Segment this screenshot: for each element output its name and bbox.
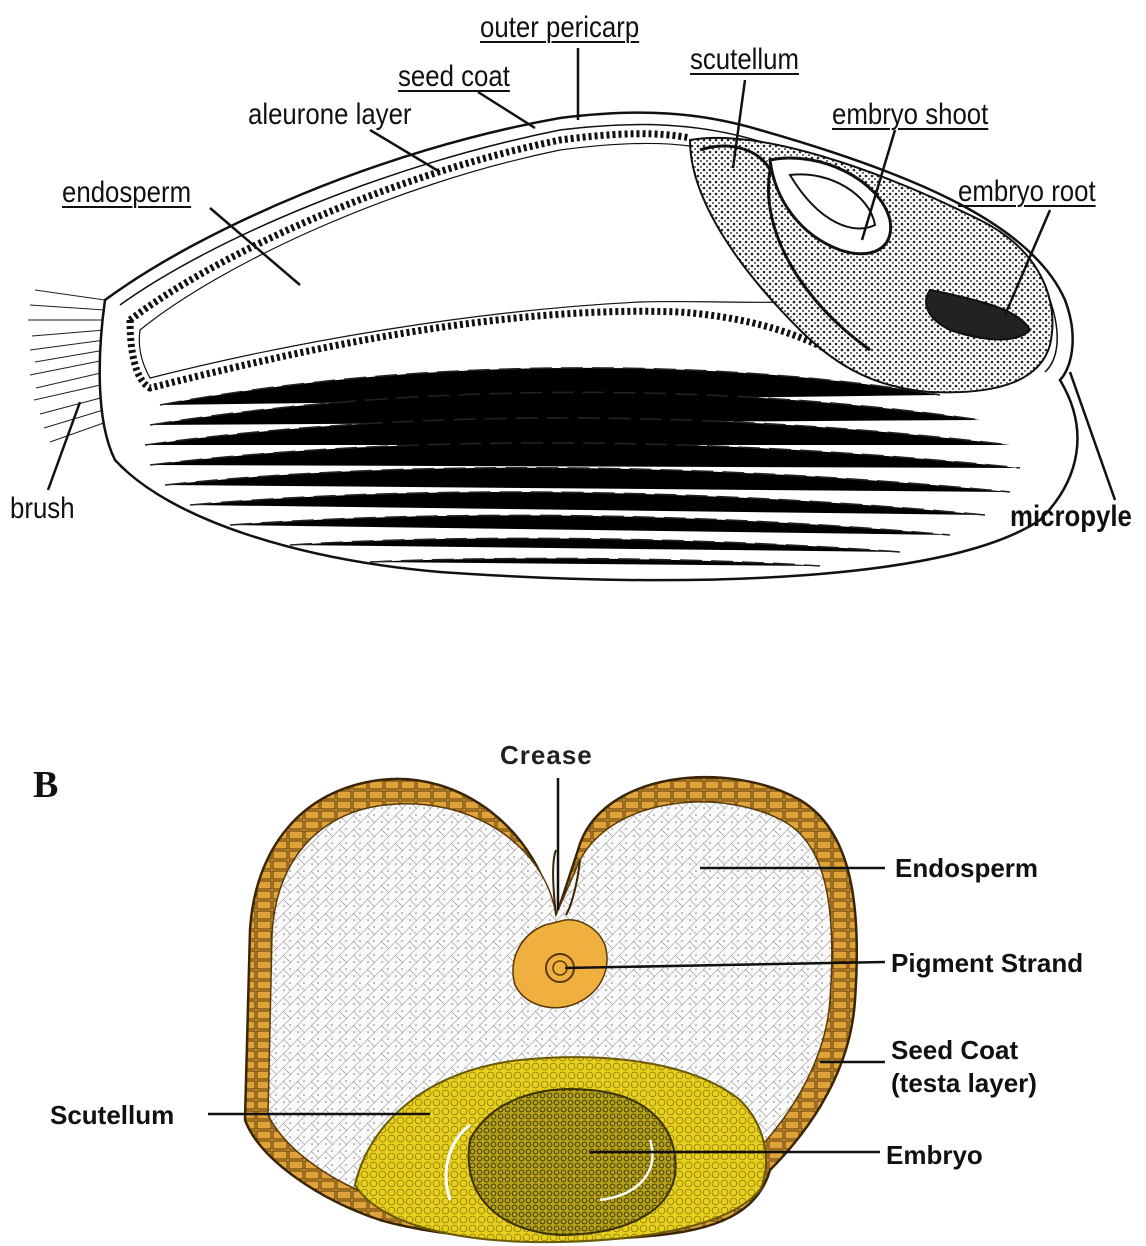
label-brush: brush	[10, 494, 75, 524]
label-seed-coat-line2: (testa layer)	[891, 1070, 1037, 1096]
label-outer-pericarp: outer pericarp	[480, 13, 639, 43]
label-scutellum-b: Scutellum	[50, 1102, 174, 1128]
label-micropyle: micropyle	[1010, 502, 1132, 532]
label-endosperm-b: Endosperm	[895, 855, 1038, 881]
label-seed-coat-line1: Seed Coat	[891, 1037, 1018, 1063]
label-embryo: Embryo	[886, 1142, 983, 1168]
label-embryo-shoot: embryo shoot	[832, 100, 988, 130]
label-pigment-strand: Pigment Strand	[891, 950, 1083, 976]
label-scutellum-a: scutellum	[690, 45, 799, 75]
panel-letter-b: B	[33, 766, 58, 804]
label-crease: Crease	[500, 742, 593, 768]
embryo-cross	[469, 1089, 676, 1235]
grain-cross-section	[208, 777, 885, 1242]
label-seed-coat: seed coat	[398, 62, 510, 92]
label-aleurone-layer: aleurone layer	[248, 100, 412, 130]
label-embryo-root: embryo root	[958, 177, 1096, 207]
label-endosperm-a: endosperm	[62, 178, 191, 208]
